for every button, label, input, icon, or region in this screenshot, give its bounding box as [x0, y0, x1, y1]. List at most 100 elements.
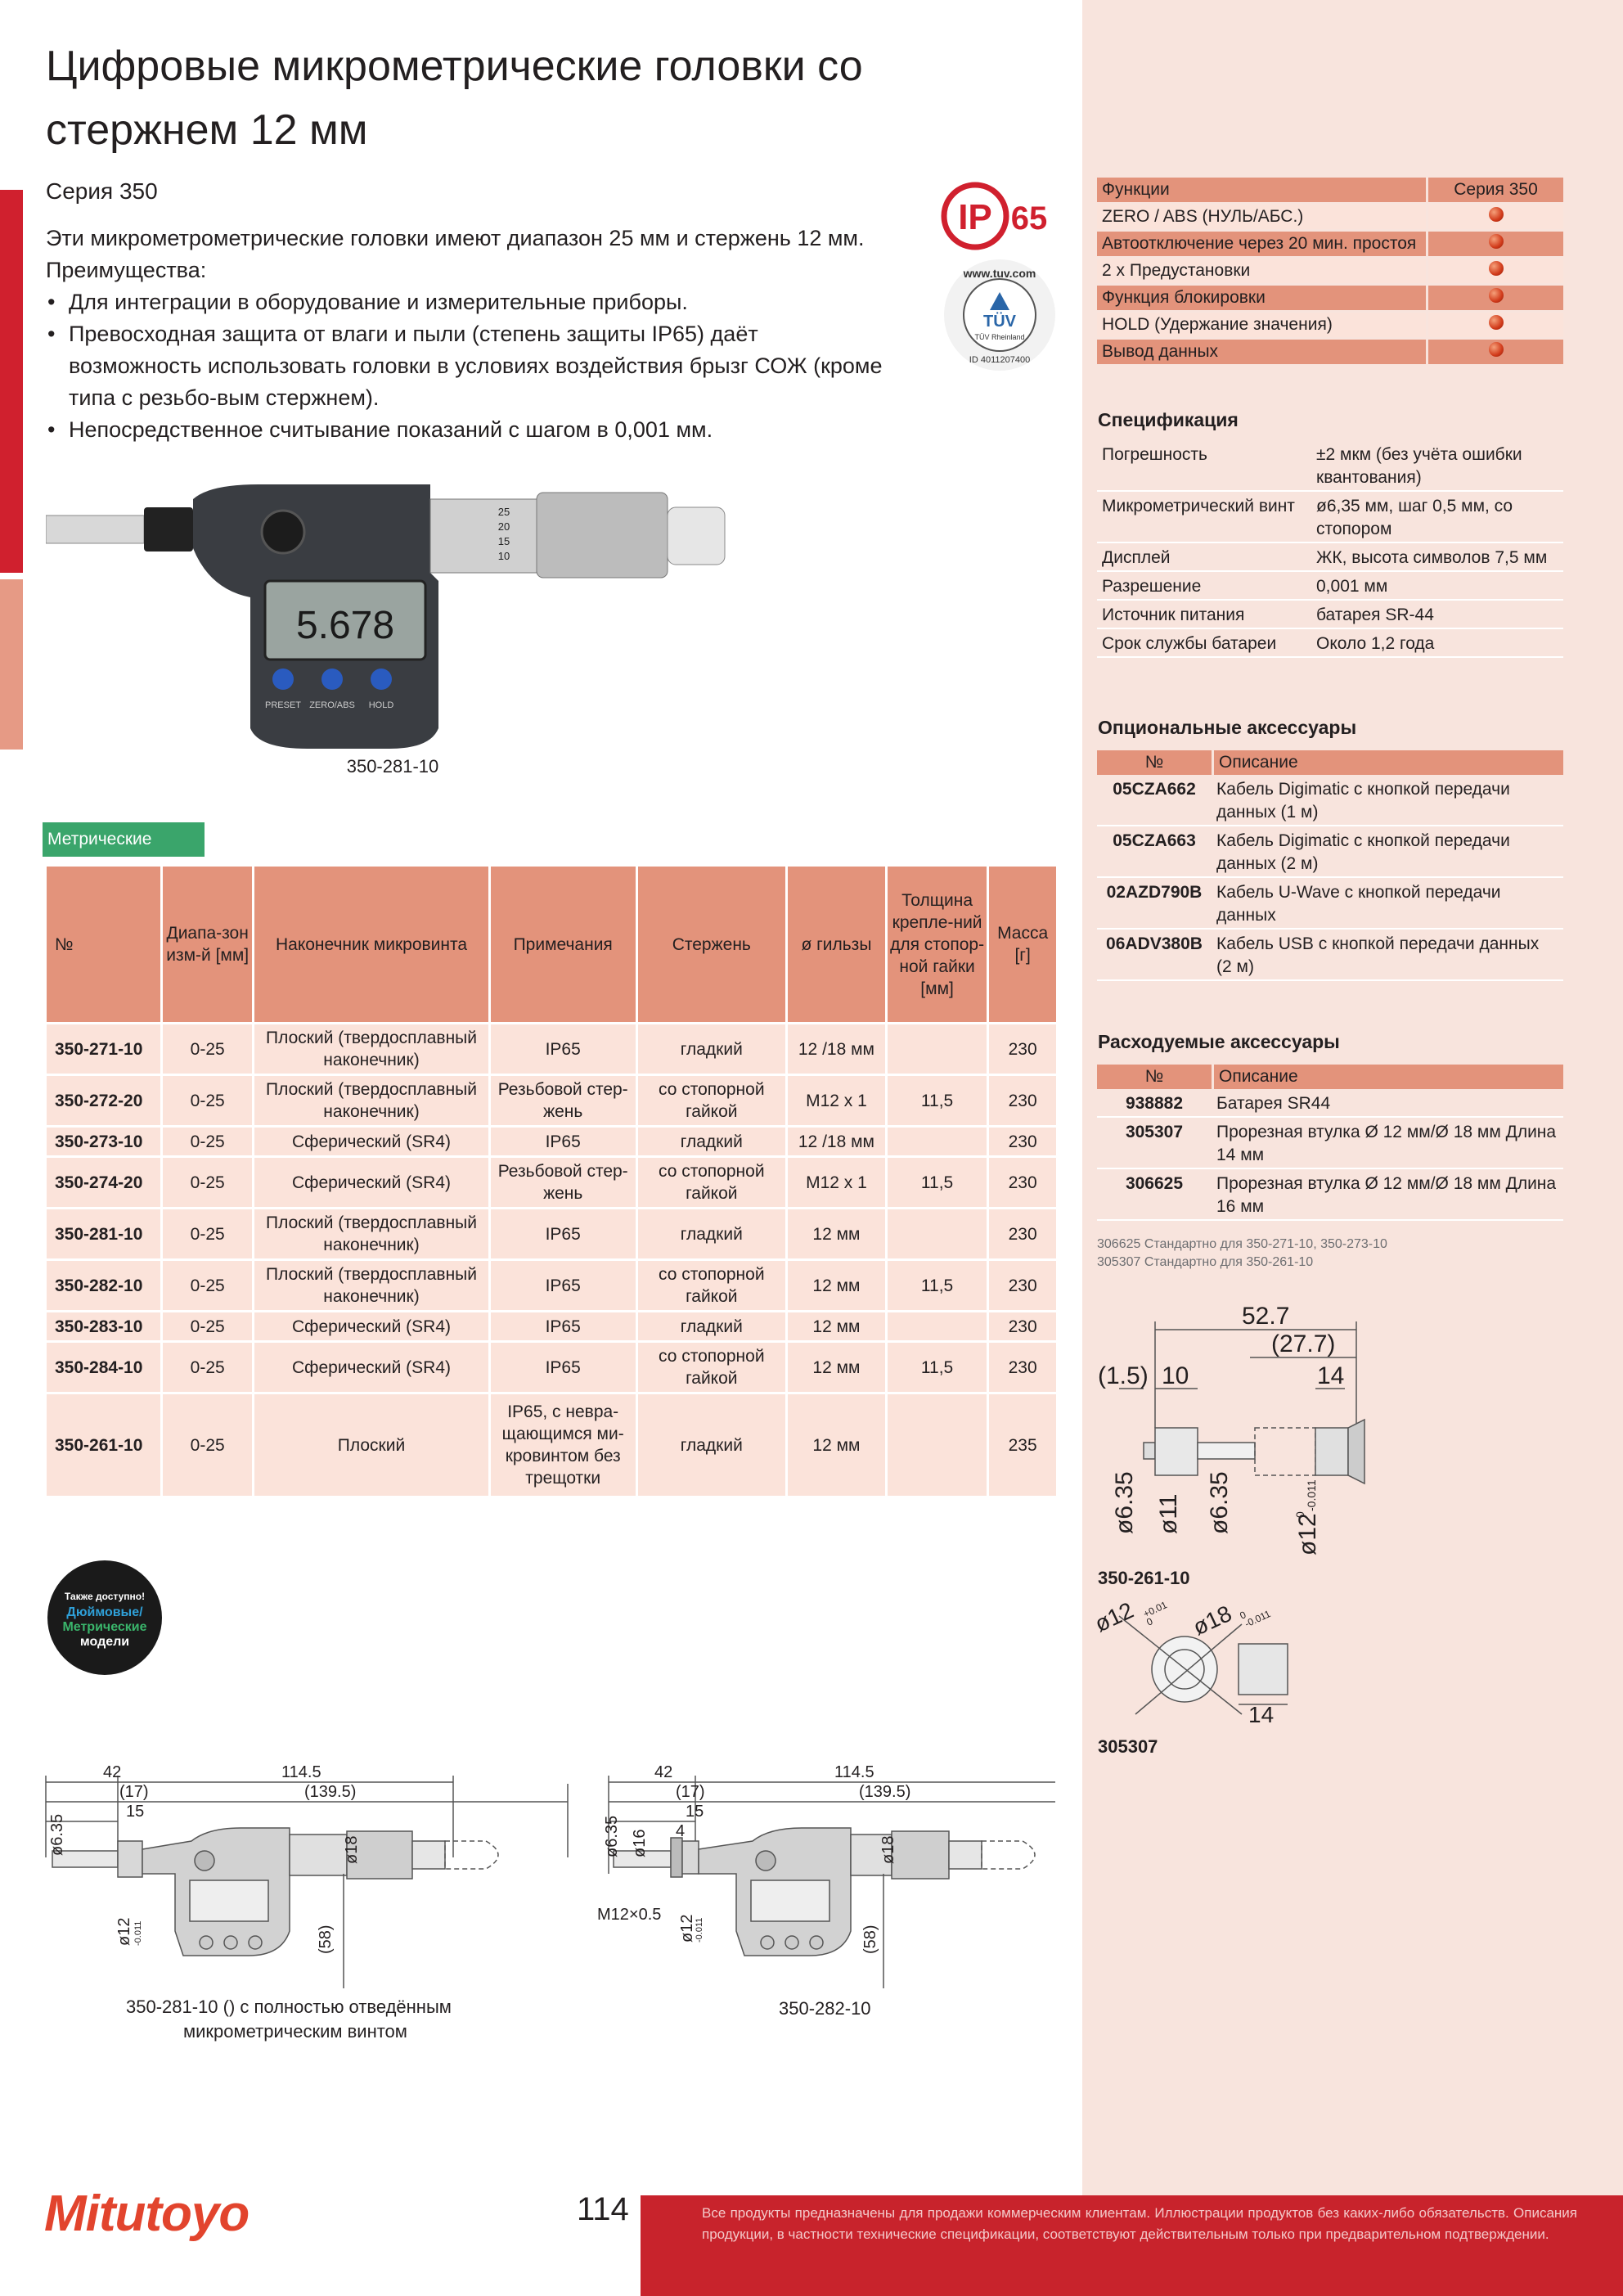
drawing-caption: 350-261-10 — [1098, 1568, 1190, 1588]
svg-text:10: 10 — [1162, 1362, 1189, 1389]
cell-notes: IP65 — [490, 1312, 636, 1340]
cell-range: 0-25 — [163, 1394, 253, 1496]
svg-text:4: 4 — [676, 1822, 685, 1840]
table-header-row: № Описание — [1097, 750, 1563, 775]
cell-range: 0-25 — [163, 1128, 253, 1155]
table-row: 350-274-20 0-25 Сферический (SR4) Резьбо… — [47, 1158, 1056, 1207]
svg-text:ID 4011207400: ID 4011207400 — [969, 355, 1030, 365]
svg-text:(139.5): (139.5) — [304, 1783, 356, 1801]
cell-tip: Плоский (твердосплавный наконечник) — [254, 1261, 488, 1310]
cell-sleeve: 12 мм — [787, 1343, 885, 1392]
footer-bar — [641, 2195, 1623, 2296]
col-header: Диапа-зон изм-й [мм] — [163, 867, 253, 1022]
mitutoyo-logo: Mitutoyo — [44, 2186, 250, 2242]
table-header-row: № Описание — [1097, 1065, 1563, 1089]
table-row: 350-261-10 0-25 Плоский IP65, с невра-ща… — [47, 1394, 1056, 1496]
cell-range: 0-25 — [163, 1261, 253, 1310]
table-header-row: № Диапа-зон изм-й [мм] Наконечник микров… — [47, 867, 1056, 1022]
optional-accessories-title: Опциональные аксессуары — [1098, 717, 1357, 738]
cell-range: 0-25 — [163, 1209, 253, 1258]
svg-text:(58): (58) — [317, 1925, 335, 1954]
intro-text: Эти микрометрометрические головки имеют … — [46, 223, 897, 446]
drawing-caption: микрометрическим винтом — [183, 2021, 407, 2042]
check-dot-icon — [1488, 261, 1504, 276]
page-title: Цифровые микрометрические головки со сте… — [46, 43, 863, 154]
svg-text:(1.5): (1.5) — [1098, 1362, 1149, 1389]
cell-thickness — [887, 1394, 987, 1496]
svg-text:15: 15 — [686, 1803, 704, 1821]
svg-text:(27.7): (27.7) — [1271, 1330, 1335, 1357]
table-row: 350-271-10 0-25 Плоский (твердосплавный … — [47, 1024, 1056, 1074]
cell-tip: Плоский — [254, 1394, 488, 1496]
benefit-item: •Непосредственное считывание показаний с… — [47, 417, 713, 442]
check-dot-icon — [1488, 207, 1504, 222]
svg-text:14: 14 — [1317, 1362, 1344, 1389]
svg-text:-0.011: -0.011 — [133, 1921, 143, 1946]
svg-text:-0.011: -0.011 — [695, 1918, 704, 1943]
cell-sleeve: 12 /18 мм — [787, 1128, 885, 1155]
check-dot-icon — [1488, 342, 1504, 357]
cell-mass: 230 — [989, 1158, 1056, 1207]
check-dot-icon — [1488, 315, 1504, 330]
table-row: Функция блокировки — [1097, 286, 1563, 310]
cell-mass: 230 — [989, 1312, 1056, 1340]
col-header: Наконечник микровинта — [254, 867, 488, 1022]
svg-text:25: 25 — [498, 506, 510, 518]
cell-part-number: 350-281-10 — [47, 1209, 161, 1258]
table-header-row: Функции Серия 350 — [1097, 178, 1563, 202]
svg-text:www.tuv.com: www.tuv.com — [963, 267, 1036, 280]
svg-text:Дюймовые/: Дюймовые/ — [66, 1605, 143, 1619]
drawing-350-281-10: 42 114.5 (17) (139.5) 15 ø6.35 ø18 ø12 -… — [45, 1763, 569, 2042]
table-row: 350-282-10 0-25 Плоский (твердосплавный … — [47, 1261, 1056, 1310]
svg-text:ø6.35: ø6.35 — [1206, 1471, 1233, 1534]
cell-mass: 230 — [989, 1261, 1056, 1310]
cell-stem: со стопорной гайкой — [637, 1261, 785, 1310]
table-row: 350-281-10 0-25 Плоский (твердосплавный … — [47, 1209, 1056, 1258]
ip65-badge: IP 65 — [941, 182, 1047, 250]
svg-text:ø12: ø12 — [115, 1918, 133, 1946]
cell-range: 0-25 — [163, 1343, 253, 1392]
cell-thickness — [887, 1312, 987, 1340]
cell-part-number: 350-283-10 — [47, 1312, 161, 1340]
col-header: Функции — [1097, 178, 1426, 202]
cell-range: 0-25 — [163, 1158, 253, 1207]
cell-notes: IP65 — [490, 1128, 636, 1155]
cell-notes: IP65 — [490, 1024, 636, 1074]
product-caption: 350-281-10 — [346, 756, 439, 777]
cell-thickness — [887, 1128, 987, 1155]
drawing-caption: 305307 — [1098, 1736, 1158, 1757]
cell-thickness — [887, 1024, 987, 1074]
cell-part-number: 350-273-10 — [47, 1128, 161, 1155]
cell-tip: Сферический (SR4) — [254, 1312, 488, 1340]
svg-text:-0.011: -0.011 — [1305, 1479, 1318, 1511]
svg-text:ø18: ø18 — [1189, 1600, 1235, 1640]
svg-text:15: 15 — [126, 1803, 144, 1821]
cell-stem: со стопорной гайкой — [637, 1158, 785, 1207]
svg-text:ø18: ø18 — [343, 1836, 361, 1864]
table-row: 350-283-10 0-25 Сферический (SR4) IP65 г… — [47, 1312, 1056, 1340]
benefit-item: •Превосходная защита от влаги и пыли (ст… — [47, 322, 883, 410]
cell-tip: Сферический (SR4) — [254, 1158, 488, 1207]
svg-text:IP: IP — [958, 197, 992, 237]
table-row: 350-273-10 0-25 Сферический (SR4) IP65 г… — [47, 1128, 1056, 1155]
cell-stem: гладкий — [637, 1024, 785, 1074]
svg-text:0: 0 — [1293, 1511, 1306, 1518]
drawing-350-282-10: 42 114.5 (17) (139.5) 15 4 ø6.35 ø16 M12… — [597, 1763, 1055, 2019]
cell-sleeve: 12 /18 мм — [787, 1024, 885, 1074]
cell-notes: Резьбовой стер-жень — [490, 1158, 636, 1207]
cell-mass: 230 — [989, 1024, 1056, 1074]
svg-text:(58): (58) — [861, 1925, 879, 1954]
tuv-certification-badge: www.tuv.com TÜV TÜV Rheinland ID 4011207… — [944, 259, 1055, 371]
functions-table: Функции Серия 350 ZERO / ABS (НУЛЬ/АБС.)… — [1097, 175, 1563, 367]
product-image-micrometer-head: 5.678 PRESET ZERO/ABS HOLD 25 20 15 10 — [46, 484, 726, 749]
cell-tip: Сферический (SR4) — [254, 1343, 488, 1392]
cell-mass: 230 — [989, 1076, 1056, 1125]
cell-thickness: 11,5 — [887, 1343, 987, 1392]
